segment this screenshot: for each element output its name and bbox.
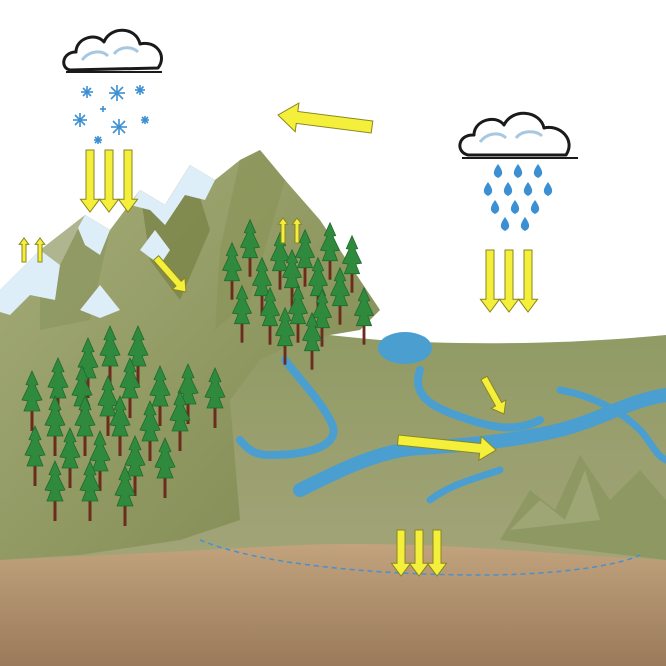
raindrop-icon: [513, 164, 523, 178]
infiltration-arrow: [390, 529, 412, 577]
tree: [119, 357, 141, 418]
surface-runoff-arrow: [480, 375, 507, 415]
raindrops: [483, 164, 553, 231]
snowfall-arrow: [98, 149, 120, 213]
snowflakes: [73, 85, 149, 144]
tree: [329, 266, 351, 325]
tree: [44, 460, 66, 521]
tree: [221, 241, 243, 300]
tree: [274, 306, 296, 365]
rainfall-arrow: [517, 249, 539, 313]
river: [236, 356, 338, 460]
snowfall-arrow: [79, 149, 101, 213]
tree: [149, 365, 171, 426]
tree: [311, 288, 333, 347]
tree: [294, 228, 316, 287]
raindrop-icon: [543, 182, 553, 196]
tree: [251, 256, 273, 315]
flow-arrows: [18, 102, 539, 577]
raindrop-icon: [503, 182, 513, 196]
river-tributary: [414, 366, 544, 432]
tree: [287, 284, 309, 343]
atmospheric-transport-arrow: [277, 102, 374, 134]
tree: [239, 218, 261, 277]
infiltration-arrow: [408, 529, 430, 577]
tree: [353, 286, 375, 345]
tree: [154, 437, 176, 498]
tree: [269, 231, 291, 290]
tree: [307, 256, 329, 315]
evaporation-arrow: [34, 237, 46, 263]
river-tributary-3: [426, 466, 504, 504]
tree: [204, 367, 226, 428]
snow-cloud-icon: [62, 28, 163, 73]
tree: [74, 395, 96, 456]
tree: [21, 370, 43, 431]
tree: [97, 375, 119, 436]
snow-cap-left: [0, 250, 60, 315]
raindrop-icon: [530, 200, 540, 214]
forest-left: [21, 325, 226, 526]
raindrop-icon: [490, 200, 500, 214]
snow-cap-peak: [140, 230, 170, 265]
tree: [127, 325, 149, 386]
snow-cap-center: [130, 165, 215, 225]
tree: [301, 311, 323, 370]
river-tributary-2: [556, 386, 666, 464]
right-hills-shade: [510, 470, 600, 530]
tree: [89, 430, 111, 491]
raindrop-icon: [500, 217, 510, 231]
tree: [47, 357, 69, 418]
snow-cap-mid: [78, 215, 110, 255]
snowmelt-runoff-arrow: [152, 254, 187, 293]
tree: [24, 425, 46, 486]
streamflow-arrow: [396, 434, 497, 462]
forest-right: [221, 218, 375, 370]
tree: [99, 325, 121, 386]
aquifer-boundary: [199, 539, 641, 576]
tree: [79, 460, 101, 521]
snow-cap-low: [80, 285, 120, 318]
tree: [44, 395, 66, 456]
raindrop-icon: [493, 164, 503, 178]
lake: [378, 332, 432, 364]
tree: [177, 363, 199, 424]
raindrop-icon: [510, 200, 520, 214]
tree: [259, 286, 281, 345]
tree: [281, 248, 303, 307]
raindrop-icon: [523, 182, 533, 196]
tree: [319, 221, 341, 280]
raindrop-icon: [520, 217, 530, 231]
evapotranspiration-arrow: [277, 217, 289, 244]
tree: [231, 284, 253, 343]
mountain-ridge-shade: [140, 165, 210, 300]
tree: [59, 427, 81, 488]
tree: [169, 390, 191, 451]
raindrop-icon: [483, 182, 493, 196]
infiltration-arrow: [426, 529, 448, 577]
evaporation-arrow: [18, 237, 30, 263]
snowfall-arrow: [117, 149, 139, 213]
tree: [124, 435, 146, 496]
tree: [114, 465, 136, 526]
tree: [139, 400, 161, 461]
raindrop-icon: [533, 164, 543, 178]
tree: [341, 234, 363, 293]
rainfall-arrow: [498, 249, 520, 313]
rain-cloud-icon: [458, 111, 578, 159]
tree: [109, 395, 131, 456]
rainfall-arrow: [479, 249, 501, 313]
evapotranspiration-arrow: [291, 217, 303, 244]
